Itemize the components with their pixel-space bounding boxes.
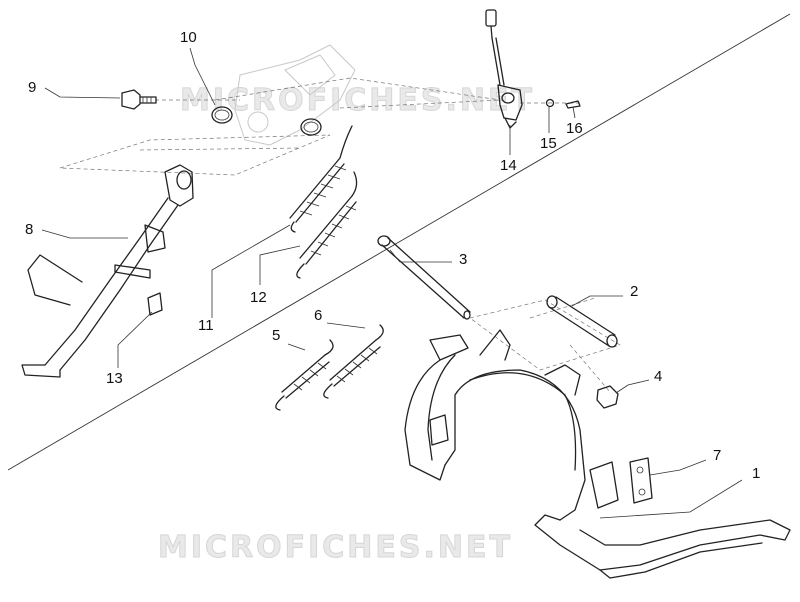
watermark-top: MICROFICHES.NET	[180, 83, 535, 118]
bolt-part-9	[121, 89, 157, 110]
callout-7: 7	[713, 447, 721, 464]
plate-part-13	[147, 292, 163, 316]
section-divider-line	[7, 13, 791, 471]
center-stand-part-1	[404, 329, 791, 579]
side-stand-part-8	[21, 164, 194, 378]
callout-5: 5	[272, 327, 280, 344]
callout-8: 8	[25, 221, 33, 238]
watermark-bottom: MICROFICHES.NET	[158, 530, 513, 565]
callout-6: 6	[314, 307, 322, 324]
callout-14: 14	[500, 157, 517, 174]
ghost-engine-bracket	[234, 44, 356, 146]
guide-lines-upper	[59, 77, 580, 176]
callout-2: 2	[630, 283, 638, 300]
bracket-part-7	[629, 457, 653, 504]
callout-13: 13	[106, 370, 123, 387]
nut-part-4	[596, 385, 619, 409]
spring-part-12	[296, 171, 358, 279]
callout-1: 1	[752, 465, 760, 482]
pin-part-2	[546, 295, 618, 348]
callout-3: 3	[459, 251, 467, 268]
spring-part-6	[323, 324, 384, 399]
guide-lines-lower	[469, 297, 621, 393]
callout-4: 4	[654, 368, 662, 385]
spring-part-11	[289, 125, 353, 233]
leader-lines	[41, 47, 743, 519]
small-parts-15-16	[545, 98, 581, 109]
callout-15: 15	[540, 135, 557, 152]
callout-9: 9	[28, 79, 36, 96]
pin-part-3	[377, 235, 471, 320]
callout-12: 12	[250, 289, 267, 306]
callout-10: 10	[180, 29, 197, 46]
callout-16: 16	[566, 120, 583, 137]
callout-11: 11	[198, 317, 214, 334]
spring-part-5	[275, 339, 334, 411]
o-ring-part-10	[211, 106, 322, 136]
